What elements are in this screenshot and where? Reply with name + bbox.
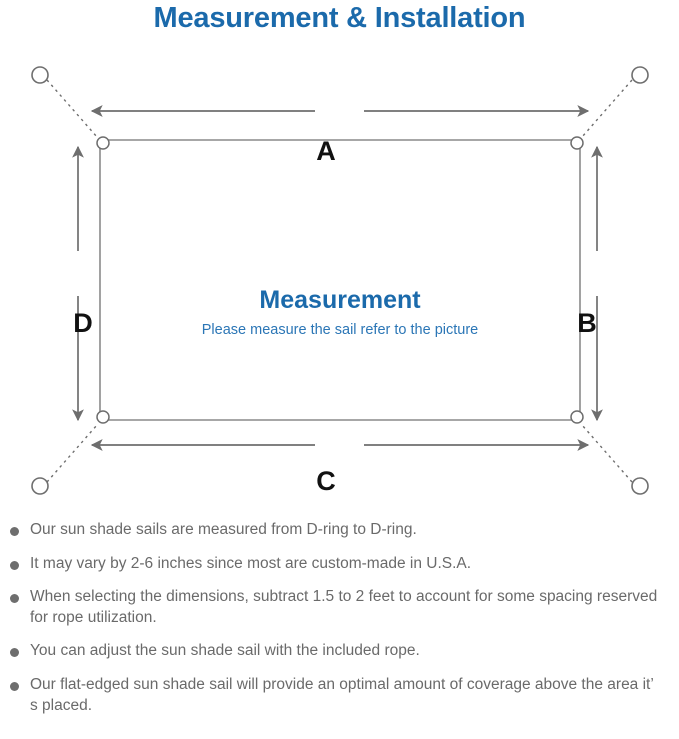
note-text: Our flat-edged sun shade sail will provi… (30, 676, 654, 714)
sail-diagram: Measurement Please measure the sail refe… (0, 46, 679, 516)
rope-bottom-right (581, 424, 633, 483)
note-text: When selecting the dimensions, subtract … (30, 588, 658, 626)
sail-body (99, 139, 581, 421)
anchor-points (31, 66, 649, 495)
bullet-icon (10, 560, 19, 570)
sail-diagram-svg (31, 66, 649, 495)
dimension-label-a: A (316, 136, 336, 166)
list-item: It may vary by 2-6 inches since most are… (0, 554, 679, 575)
dimension-label-d: D (73, 308, 93, 338)
page-title: Measurement & Installation (153, 2, 526, 34)
anchor-top-right-icon (631, 66, 649, 84)
anchor-bottom-left-icon (31, 477, 49, 495)
note-text: It may vary by 2-6 inches since most are… (30, 554, 472, 572)
bullet-icon (10, 527, 19, 536)
list-item: Our sun shade sails are measured from D-… (0, 520, 679, 541)
d-ring-bottom-left-icon (96, 410, 110, 424)
dimension-label-c: C (316, 466, 336, 496)
notes-list: Our sun shade sails are measured from D-… (0, 520, 679, 729)
list-item: When selecting the dimensions, subtract … (0, 587, 679, 628)
anchor-top-left-icon (31, 66, 49, 84)
d-ring-top-right-icon (570, 136, 584, 150)
rope-top-right (581, 79, 633, 138)
bullet-icon (10, 682, 19, 692)
rope-top-left (46, 79, 98, 138)
rope-bottom-left (46, 424, 98, 483)
note-text: You can adjust the sun shade sail with t… (30, 642, 420, 660)
anchor-bottom-right-icon (631, 477, 649, 495)
list-item: Our flat-edged sun shade sail will provi… (0, 675, 679, 716)
bullet-icon (10, 648, 19, 658)
dimension-label-b: B (577, 308, 597, 338)
list-item: You can adjust the sun shade sail with t… (0, 641, 679, 662)
note-text: Our sun shade sails are measured from D-… (30, 521, 417, 538)
bullet-icon (10, 594, 19, 604)
d-ring-top-left-icon (96, 136, 110, 150)
d-ring-bottom-right-icon (570, 410, 584, 424)
d-rings (96, 136, 584, 424)
